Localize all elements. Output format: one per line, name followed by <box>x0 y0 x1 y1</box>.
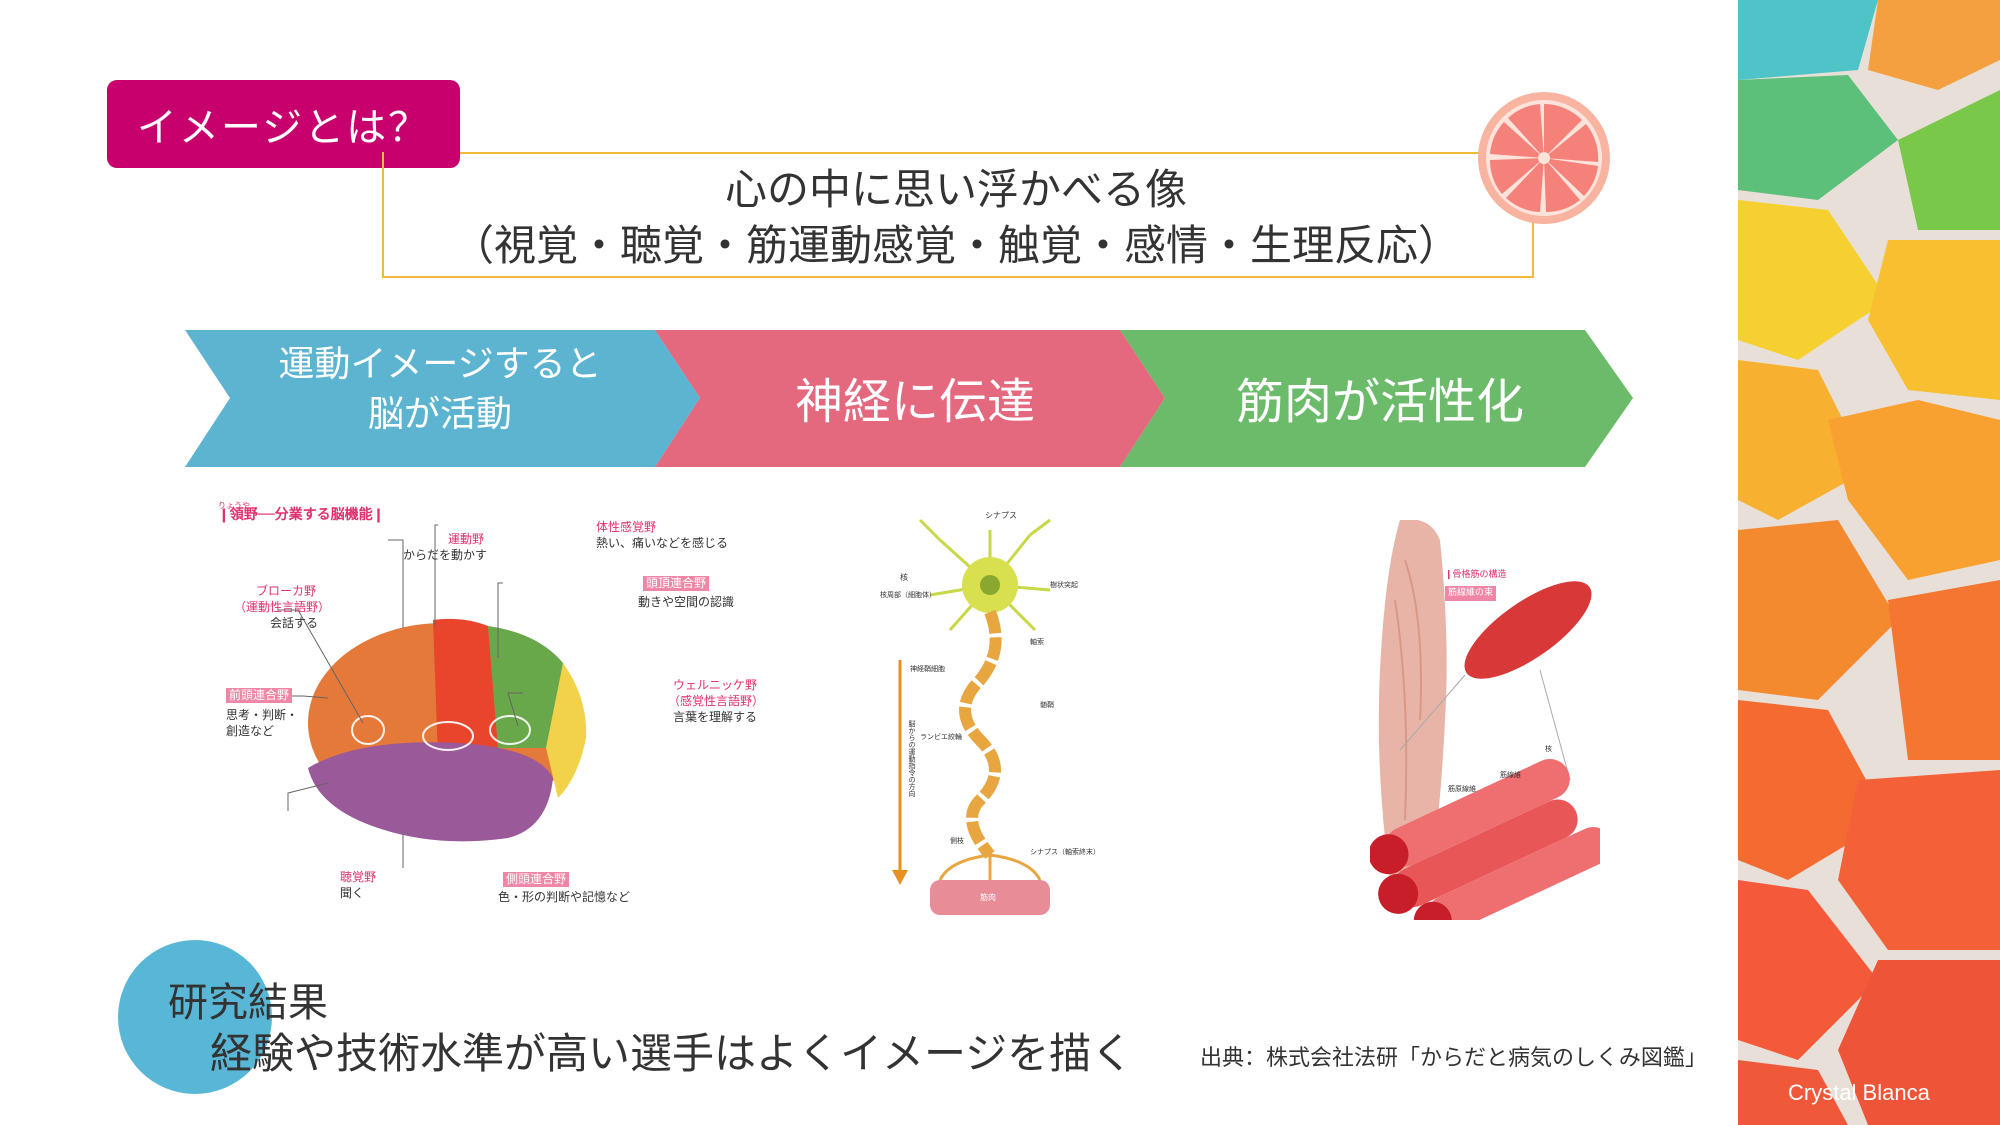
grapefruit-icon <box>1478 92 1610 224</box>
somatosensory-label: 体性感覚野 <box>596 520 657 534</box>
muscle-illustration <box>1370 520 1600 920</box>
neuron-ranvier: ランビエ絞輪 <box>920 733 962 741</box>
broca-sub: （運動性言語野） <box>234 600 331 614</box>
wernicke-label: ウェルニッケ野 <box>673 678 758 692</box>
neuron-sheath: 髄鞘 <box>1040 701 1054 709</box>
step1-label: 運動イメージすると 脳が活動 <box>240 340 640 440</box>
wernicke-desc: 言葉を理解する <box>673 710 758 724</box>
auditory-desc: 聞く <box>340 886 365 900</box>
definition-line1: 心の中に思い浮かべる像 <box>724 165 1187 214</box>
neuron-synapse-top: シナプス <box>985 511 1017 520</box>
frontal-label: 前頭連合野 <box>226 688 293 703</box>
neuron-direction: 脳からの運動指令の方向 <box>908 720 916 797</box>
brain-heading-ruby: りょうや <box>218 501 250 510</box>
muscle-bundle: 筋線維の束 <box>1445 586 1497 601</box>
step2-chevron <box>655 330 1165 467</box>
neuron-axon: 軸索 <box>1030 638 1044 646</box>
motor-area-desc: からだを動かす <box>403 548 488 562</box>
somatosensory-desc: 熱い、痛いなどを感じる <box>596 536 729 550</box>
step1-line2: 脳が活動 <box>367 394 512 435</box>
definition-line2: （視覚・聴覚・筋運動感覚・触覚・感情・生理反応） <box>451 221 1460 270</box>
neuron-diagram: シナプス 核 核周部（細胞体） 樹状突起 軸索 神経鞘細胞 髄鞘 ランビエ絞輪 … <box>880 500 1100 920</box>
process-flow <box>185 330 1633 467</box>
muscle-diagram: ❙骨格筋の構造 筋線維の束 核 筋線維 筋原線維 <box>1370 520 1600 920</box>
frontal-desc2: 創造など <box>226 724 275 738</box>
parietal-label: 頭頂連合野 <box>643 576 710 591</box>
brain-heading: ❙領野──分業する脳機能❙ <box>218 507 385 523</box>
side-panel-label: Crystal Blanca <box>1788 1080 1930 1105</box>
broca-label: ブローカ野 <box>256 584 317 598</box>
step3-chevron <box>1120 330 1633 467</box>
result-title: 研究結果 <box>168 980 328 1026</box>
step1-chevron <box>185 330 700 467</box>
muscle-nucleus: 核 <box>1545 745 1552 753</box>
temporal-label: 側頭連合野 <box>503 872 570 887</box>
neuron-myelin-cell: 神経鞘細胞 <box>910 665 945 673</box>
parietal-desc: 動きや空間の認識 <box>638 595 735 609</box>
broca-desc: 会話する <box>270 616 319 630</box>
result-circle <box>118 940 272 1094</box>
result-body: 経験や技術水準が高い選手はよくイメージを描く <box>210 1029 1134 1078</box>
definition-top-border <box>460 152 1530 154</box>
step1-line1: 運動イメージすると <box>278 344 602 385</box>
frontal-desc1: 思考・判断・ <box>226 708 299 722</box>
source-citation: 出典：株式会社法研「からだと病気のしくみ図鑑」 <box>1200 1046 1707 1071</box>
neuron-illustration <box>892 518 1051 915</box>
neuron-cell-body: 核周部（細胞体） <box>880 591 936 599</box>
wernicke-sub: （感覚性言語野） <box>668 694 765 708</box>
step3-label: 筋肉が活性化 <box>1235 374 1524 430</box>
brain-illustration <box>278 524 587 868</box>
brain-diagram: りょうや ❙領野──分業する脳機能❙ 運動野 からだを動かす 体性感覚野 熱い、… <box>218 498 764 918</box>
neuron-collateral: 側枝 <box>950 837 964 845</box>
neuron-dendrite: 樹状突起 <box>1050 581 1078 589</box>
motor-area-label: 運動野 <box>448 532 485 546</box>
neuron-synapse-bottom: シナプス（軸索終末） <box>1030 848 1100 856</box>
auditory-label: 聴覚野 <box>340 870 377 884</box>
neuron-muscle: 筋肉 <box>980 893 996 902</box>
side-decor-panel <box>1738 0 2000 1125</box>
step2-label: 神経に伝達 <box>794 374 1035 430</box>
muscle-heading: ❙骨格筋の構造 <box>1445 570 1507 580</box>
temporal-desc: 色・形の判断や記憶など <box>498 890 631 904</box>
title-tag: イメージとは？ <box>107 80 460 168</box>
neuron-nucleus: 核 <box>900 573 908 582</box>
muscle-fiber: 筋線維 <box>1500 771 1521 779</box>
muscle-myofibril: 筋原線維 <box>1448 785 1476 793</box>
